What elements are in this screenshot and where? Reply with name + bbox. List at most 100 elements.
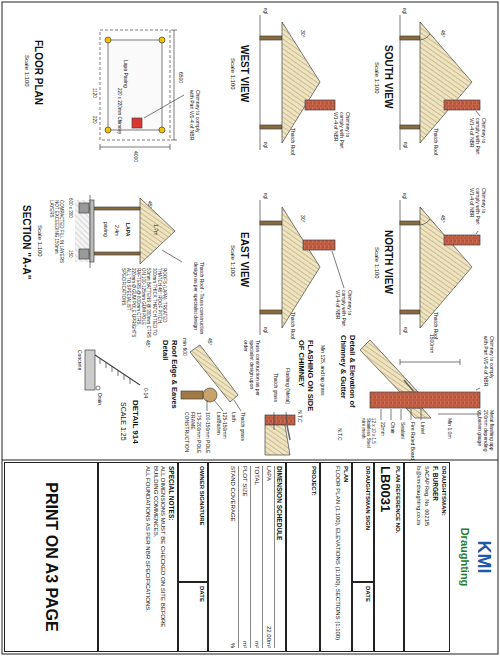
cell-heading: PRINT ON A3 PAGE [41, 482, 60, 631]
annotation: 125-150mm Lat/Batten [216, 412, 228, 452]
cell-heading: DATE [364, 586, 371, 648]
view-title: EAST VIEW [239, 232, 251, 287]
annotation: 30° [299, 30, 305, 38]
annotation: ngl [402, 193, 407, 199]
title-block-cell: PLAN REFERENCE NO.LB0031 [374, 462, 404, 652]
cell-text: F. BURGER [431, 466, 439, 648]
view-title: WEST VIEW [239, 45, 251, 102]
title-block-cell: DIMENSION SCHEDULELAPA22.00m²TOTALm²PLOT… [208, 462, 286, 652]
annotation: 0-14 [142, 388, 148, 398]
logo-box: KMIDraughting [452, 462, 496, 652]
title-block-cell: DRAUGHTSMAN:F. BURGERSACAP Reg. No. 0021… [404, 462, 450, 652]
annotation: 1500mm [428, 334, 434, 353]
annotation: Thatch Roof - Truss construction design … [193, 262, 205, 338]
cell-heading: SPECIAL NOTES: [167, 466, 175, 648]
annotation: min 600 [181, 338, 187, 356]
title-block-cell: DATE [178, 582, 208, 652]
annotation: N.T.C [336, 428, 342, 441]
annotation: 150 [68, 250, 73, 258]
annotation: Scale 1:100 [373, 62, 380, 94]
annotation: 45° [439, 30, 445, 38]
cell-text: STAND COVERAGE [228, 466, 235, 522]
annotation: Thatch Roof [432, 128, 438, 155]
annotation: Chimney to comply with Part V/1-4 of NBR [189, 90, 201, 142]
cell-text: LAPA [265, 466, 272, 481]
annotation: Thatch Roof [289, 128, 295, 155]
annotation: Lintel [419, 422, 425, 434]
annotation: 600 x 300 [68, 198, 73, 218]
annotation: Chimney to comply with Part V/1-4 of NBR [333, 112, 350, 154]
title-block-cell: PROJECT: [286, 462, 320, 652]
cell-text: m² [241, 641, 248, 648]
cell-text: ALL FOUNDATIONS AS PER NBR SPECIFICATION… [144, 466, 151, 648]
annotation: 175-200mm POLE FRAME CONSTRUCTION [184, 412, 201, 454]
view-title: SECTION "A-A" [21, 205, 33, 279]
title-block-cell: OWNER SIGNATURE [178, 462, 208, 582]
annotation: paving [102, 222, 108, 237]
cell-heading: DRAUGHTSMAN: [440, 466, 447, 648]
annotation: Metal flashing app 200mm depending on ba… [477, 410, 494, 456]
annotation: Chimney to comply with Part V/1-4 of NBR [469, 188, 486, 230]
annotation: 220 [92, 116, 97, 124]
cell-heading: DATE [198, 586, 205, 648]
annotation: N.T.C [296, 410, 302, 423]
annotation: Scale 1:100 [229, 245, 236, 277]
annotation: ngl [403, 327, 408, 333]
annotation: 45° [144, 340, 150, 348]
annotation: 220 x 220mm Chimney [117, 88, 122, 134]
view-title: DETAIL 914 [131, 400, 140, 444]
annotation: 100-150mm POLE [204, 412, 210, 453]
annotation: 45° [146, 201, 152, 209]
cell-heading: PLAN [342, 466, 349, 648]
cell-text: m² [253, 641, 260, 648]
annotation: 12 x 10 x 1.5 Stainless Steel wire mesh [360, 418, 376, 456]
annotation: 2.4m [113, 225, 119, 236]
cell-heading: DIMENSION SCHEDULE [275, 466, 283, 648]
cell-heading: PROJECT: [310, 466, 317, 648]
title-block-cell: PRINT ON A3 PAGE [4, 462, 98, 652]
annotation: ngl [402, 8, 407, 14]
annotation: Chimney to comply with Part V/1-4 of NBR [335, 290, 352, 332]
title-block-cell: SPECIAL NOTES:ALL DIMENSIONS MUST BE CHE… [98, 462, 178, 652]
annotation: Min 1.0m [446, 418, 452, 439]
annotation: Lath [230, 412, 236, 422]
annotation: ngl [263, 8, 268, 14]
annotation: ngl [263, 142, 268, 148]
annotation: 30° [299, 215, 305, 223]
annotation: 1120 [92, 88, 97, 98]
annotation: Flashing (Metal) [284, 368, 290, 404]
annotation: Scale 1:100 [373, 247, 380, 279]
annotation: Thatch Roof [289, 312, 295, 339]
annotation: Scale 1:100 [23, 55, 30, 87]
view-title: Roof Edge & Eaves Detail [161, 340, 178, 420]
view-title: SOUTH VIEW [383, 45, 395, 108]
cell-heading: OWNER SIGNATURE [198, 466, 205, 578]
cell-text: FLOOR PLAN (1:100), ELEVATIONS (1:100), … [334, 466, 341, 648]
annotation: 22mm [379, 422, 385, 436]
cell-text: ALL DIMENSIONS MUST BE CHECKED ON SITE B… [152, 466, 166, 648]
annotation: 6500 [177, 72, 183, 83]
title-block-cell: DRAUGHTSMAN SIGN [352, 462, 374, 582]
view-title: FLASHING ON SIDE OF CHIMNEY [297, 340, 314, 420]
cell-text: PLOT SIZE [241, 466, 248, 497]
annotation: Concrete [76, 350, 82, 370]
view-title: FLOOR PLAN [33, 40, 45, 105]
annotation: Drain [96, 393, 102, 405]
view-title: Detail & Elevation of Chimney & Gutter [339, 335, 356, 423]
cell-heading: PLAN REFERENCE NO. [394, 466, 401, 648]
cell-text: Draughting [458, 465, 471, 649]
cell-text: TOTAL [253, 466, 260, 485]
cell-text: % [228, 643, 235, 648]
annotation: Truss construction as per specialist des… [243, 340, 260, 402]
cell-heading: KMI [472, 465, 494, 649]
annotation: 4000 [132, 151, 138, 162]
cell-text: SACAP Reg. No. 0021/5 [423, 466, 430, 648]
title-block-cell: DATE [352, 582, 374, 652]
annotation: ROOFS (LAPA): TREATED THATCH 45° ROOF PI… [120, 268, 167, 340]
cell-text: LB0031 [377, 466, 393, 648]
annotation: Thatch grass [239, 412, 245, 441]
annotation: Fire Rated Board [409, 422, 415, 460]
view-title: NORTH VIEW [383, 230, 395, 294]
annotation: Chair [389, 422, 395, 434]
title-block-cell: PLANFLOOR PLAN (1:100), ELEVATIONS (1:10… [320, 462, 352, 652]
